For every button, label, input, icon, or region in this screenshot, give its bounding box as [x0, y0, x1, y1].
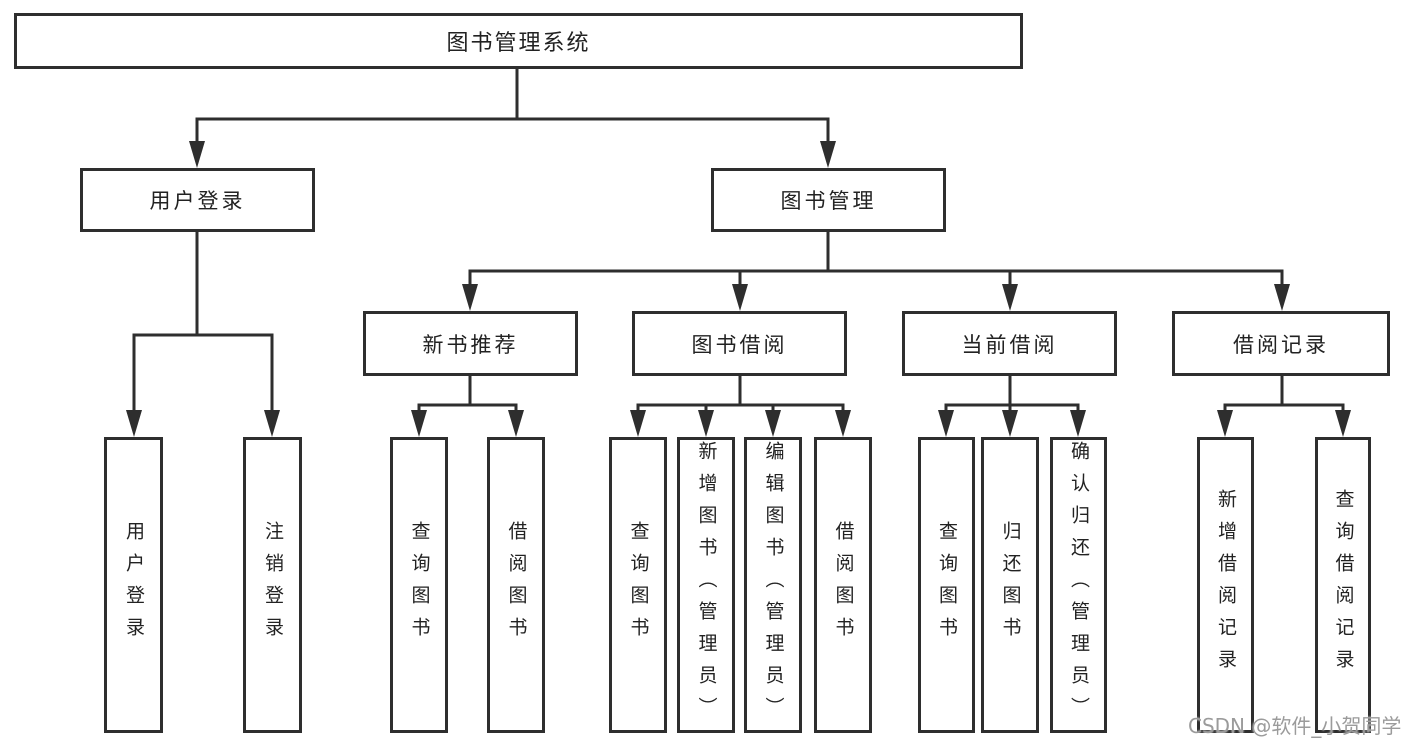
- node-label: 借阅图书: [505, 521, 528, 649]
- leaf-query-books-1: 查询图书: [390, 437, 448, 733]
- node-label: 当前借阅: [961, 332, 1058, 357]
- node-label: 查询图书: [627, 521, 650, 649]
- watermark: CSDN @软件_小贺同学: [1188, 714, 1402, 738]
- leaf-add-books-admin: 新增图书（管理员）: [677, 437, 735, 733]
- node-user-login: 用户登录: [80, 168, 315, 232]
- leaf-confirm-return-admin: 确认归还（管理员）: [1050, 437, 1107, 733]
- node-label: 借阅记录: [1233, 332, 1329, 357]
- node-label: 用户登录: [149, 189, 246, 213]
- leaf-edit-books-admin: 编辑图书（管理员）: [744, 437, 802, 733]
- node-label: 注销登录: [262, 521, 284, 649]
- node-label: 查询图书: [408, 521, 431, 649]
- leaf-borrow-books-1: 借阅图书: [487, 437, 545, 733]
- leaf-query-books-2: 查询图书: [609, 437, 667, 733]
- node-root-system: 图书管理系统: [14, 13, 1023, 69]
- node-label: 查询图书: [936, 521, 958, 649]
- leaf-query-borrow-record: 查询借阅记录: [1315, 437, 1371, 733]
- leaf-borrow-books-2: 借阅图书: [814, 437, 872, 733]
- node-label: 图书借阅: [691, 332, 788, 357]
- node-label: 新增借阅记录: [1215, 489, 1237, 681]
- leaf-user-login: 用户登录: [104, 437, 163, 733]
- leaf-logout: 注销登录: [243, 437, 302, 733]
- node-current-borrowing: 当前借阅: [902, 311, 1117, 376]
- node-label: 用户登录: [123, 521, 145, 649]
- leaf-query-books-3: 查询图书: [918, 437, 975, 733]
- node-label: 新书推荐: [422, 332, 519, 357]
- node-book-management: 图书管理: [711, 168, 946, 232]
- node-borrow-records: 借阅记录: [1172, 311, 1390, 376]
- leaf-add-borrow-record: 新增借阅记录: [1197, 437, 1254, 733]
- node-label: 编辑图书（管理员）: [762, 441, 785, 729]
- node-label: 查询借阅记录: [1332, 489, 1355, 681]
- node-label: 确认归还（管理员）: [1068, 441, 1090, 729]
- node-label: 借阅图书: [832, 521, 855, 649]
- node-new-book-recommend: 新书推荐: [363, 311, 578, 376]
- node-label: 图书管理系统: [446, 31, 591, 56]
- node-book-borrowing: 图书借阅: [632, 311, 847, 376]
- leaf-return-books: 归还图书: [981, 437, 1039, 733]
- node-label: 图书管理: [780, 189, 877, 213]
- node-label: 新增图书（管理员）: [695, 441, 718, 729]
- node-label: 归还图书: [999, 521, 1022, 649]
